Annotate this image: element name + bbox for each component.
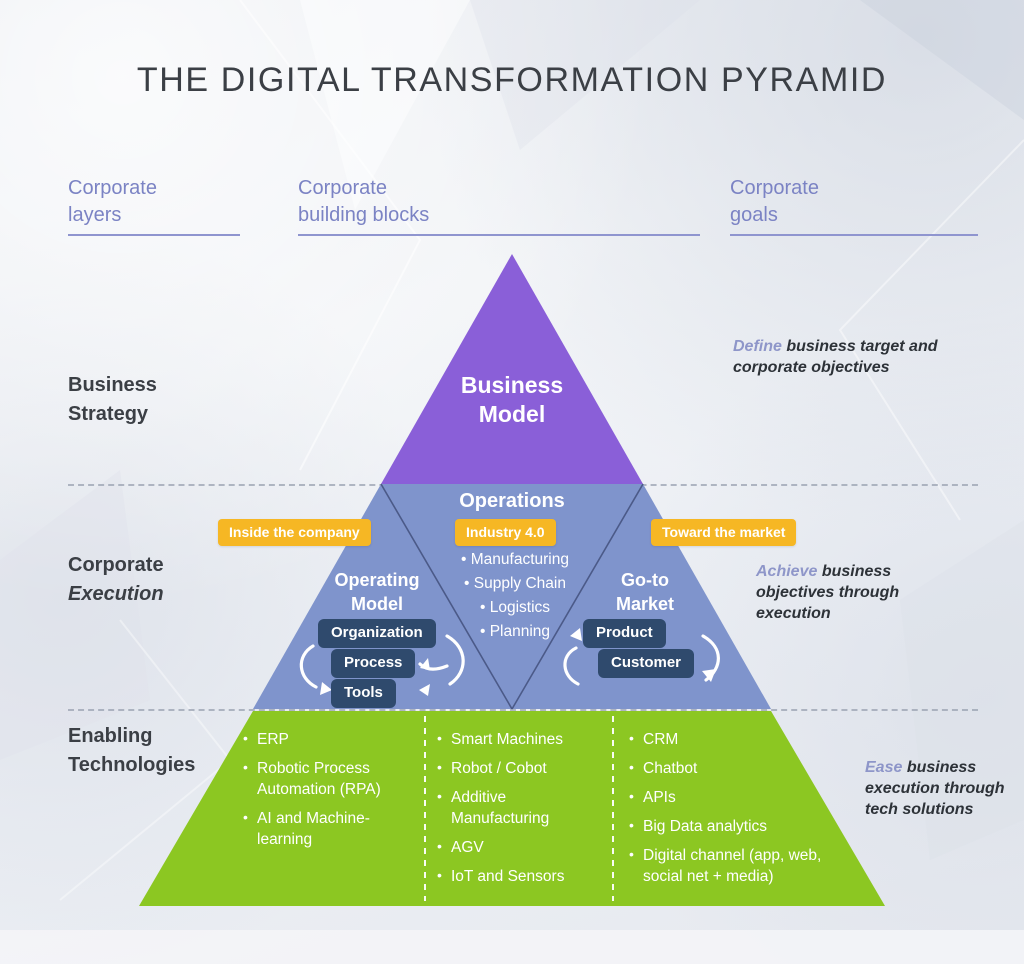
column-header-line2: layers	[68, 204, 122, 226]
apex-label: Business Model	[412, 371, 612, 429]
base-column-internal: ERP Robotic Process Automation (RPA) AI …	[243, 728, 413, 858]
badge-inside-the-company[interactable]: Inside the company	[218, 519, 371, 546]
chip-product[interactable]: Product	[583, 619, 666, 648]
layer-label-line2: Technologies	[68, 754, 196, 776]
base-column-operations: Smart Machines Robot / Cobot Additive Ma…	[437, 728, 602, 895]
operating-model-title: Operating Model	[297, 568, 457, 616]
badge-industry-40[interactable]: Industry 4.0	[455, 519, 556, 546]
cycle-arrowheads-gotomarket	[570, 628, 716, 682]
layer-label-corporate-execution: Corporate Execution	[68, 551, 164, 609]
list-item: • Logistics	[479, 599, 551, 616]
layer-label-line1: Corporate	[68, 554, 164, 576]
layer-separator-lower	[68, 709, 978, 711]
list-item: Big Data analytics	[629, 815, 839, 837]
operations-bullet-list: • Manufacturing • Supply Chain • Logisti…	[420, 548, 610, 644]
middle-divider-right	[511, 483, 644, 710]
layer-label-line1: Enabling	[68, 725, 153, 747]
column-header-line2: building blocks	[298, 204, 430, 226]
goal-text: business target and corporate objectives	[733, 338, 938, 376]
header-underline	[298, 234, 700, 236]
gotomarket-line2: Market	[615, 594, 675, 614]
list-item: APIs	[629, 786, 839, 808]
goal-text: business objectives through execution	[756, 563, 900, 622]
goal-keyword: Achieve	[756, 563, 818, 580]
page-title: THE DIGITAL TRANSFORMATION PYRAMID	[136, 61, 888, 99]
list-item: IoT and Sensors	[437, 865, 602, 887]
column-header-line2: goals	[730, 204, 778, 226]
layer-label-line2: Strategy	[68, 403, 149, 425]
operating-model-line2: Model	[351, 594, 403, 614]
operations-title: Operations	[459, 490, 565, 512]
header-underline	[68, 234, 240, 236]
layer-label-enabling-technologies: Enabling Technologies	[68, 722, 195, 780]
layer-label-line2: Execution	[68, 583, 164, 605]
list-item: ERP	[243, 728, 413, 750]
list-item: Smart Machines	[437, 728, 602, 750]
list-item: Additive Manufacturing	[437, 786, 602, 829]
column-header-corporate-building-blocks: Corporate building blocks	[298, 175, 700, 236]
list-item: Digital channel (app, web, social net + …	[629, 844, 839, 887]
goal-keyword: Ease	[865, 759, 903, 776]
list-item: Chatbot	[629, 757, 839, 779]
list-item: • Planning	[479, 623, 551, 640]
operating-model-line1: Operating	[334, 570, 420, 590]
badge-toward-the-market[interactable]: Toward the market	[651, 519, 797, 546]
column-header-line1: Corporate	[730, 177, 819, 199]
list-item: • Supply Chain	[464, 575, 566, 592]
list-item: Robotic Process Automation (RPA)	[243, 757, 413, 800]
list-item: CRM	[629, 728, 839, 750]
list-item: AI and Machine-learning	[243, 807, 413, 850]
list-item: • Manufacturing	[461, 551, 569, 568]
goal-text: business execution through tech solution…	[865, 759, 1005, 818]
goal-define: Define business target and corporate obj…	[733, 336, 943, 378]
layer-label-business-strategy: Business Strategy	[68, 371, 157, 429]
goal-achieve: Achieve business objectives through exec…	[756, 561, 966, 624]
column-header-line1: Corporate	[68, 177, 157, 199]
base-column-market: CRM Chatbot APIs Big Data analytics Digi…	[629, 728, 839, 895]
goal-keyword: Define	[733, 338, 782, 355]
column-header-corporate-goals: Corporate goals	[730, 175, 978, 236]
chip-process[interactable]: Process	[331, 649, 416, 678]
column-header-corporate-layers: Corporate layers	[68, 175, 240, 236]
layer-label-line1: Business	[68, 374, 157, 396]
chip-tools[interactable]: Tools	[331, 679, 396, 708]
chip-organization[interactable]: Organization	[318, 619, 436, 648]
pyramid-apex-purple	[381, 254, 643, 484]
apex-label-line2: Model	[478, 401, 546, 427]
apex-label-line1: Business	[460, 372, 564, 398]
chip-customer[interactable]: Customer	[598, 649, 695, 678]
gotomarket-line1: Go-to	[621, 570, 669, 590]
gotomarket-title: Go-to Market	[572, 568, 718, 616]
column-header-line1: Corporate	[298, 177, 387, 199]
list-item: AGV	[437, 836, 602, 858]
goal-ease: Ease business execution through tech sol…	[865, 757, 1015, 820]
list-item: Robot / Cobot	[437, 757, 602, 779]
middle-divider-left	[380, 483, 513, 710]
header-underline	[730, 234, 978, 236]
